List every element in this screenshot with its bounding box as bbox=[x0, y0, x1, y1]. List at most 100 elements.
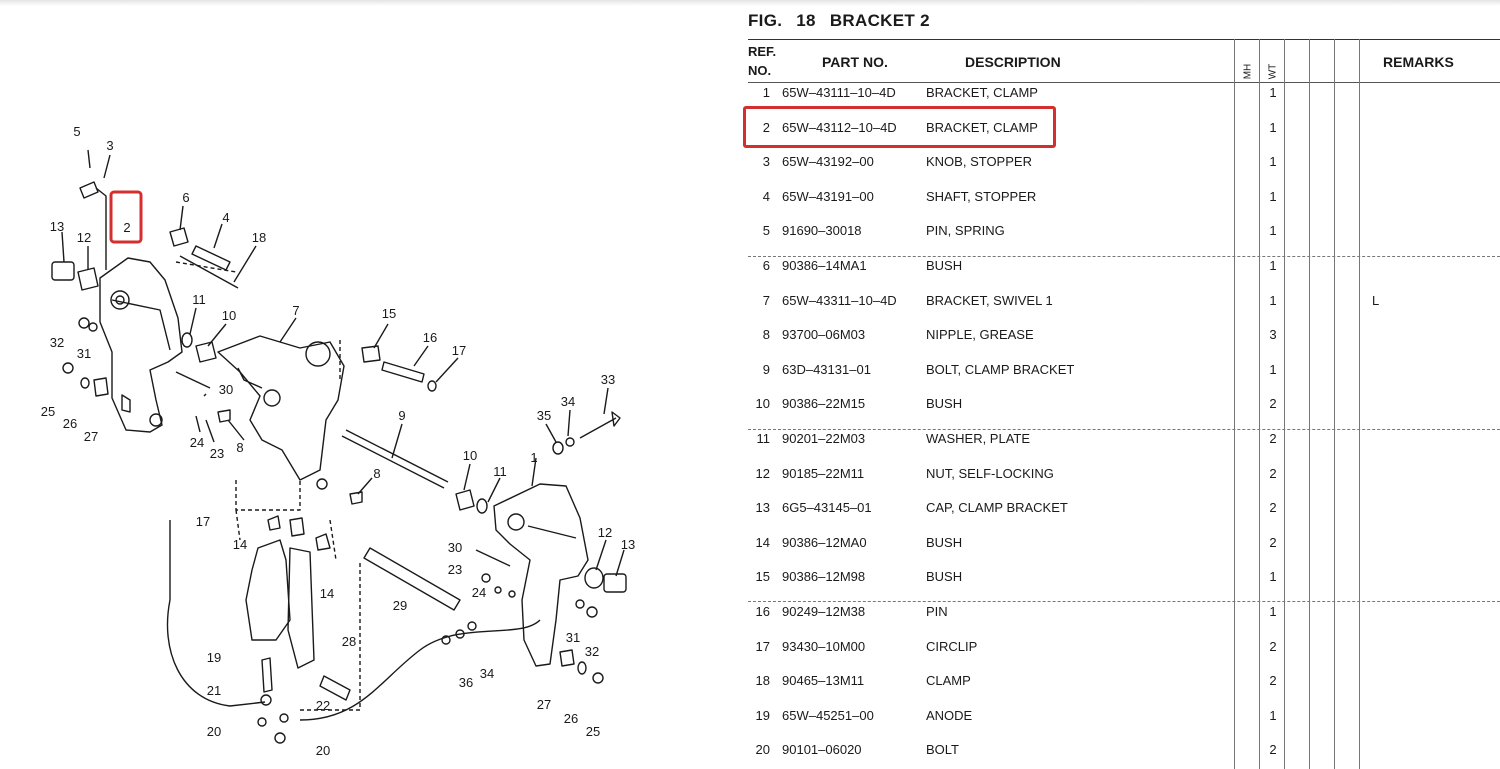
callout-label: 15 bbox=[382, 306, 396, 321]
cell-weight: 1 bbox=[1269, 569, 1277, 585]
cell-weight: 1 bbox=[1269, 119, 1277, 135]
callout-label: 26 bbox=[63, 416, 77, 431]
callout-label: 20 bbox=[316, 743, 330, 758]
cell-ref-no: 11 bbox=[756, 431, 771, 446]
cell-description: BOLT bbox=[926, 742, 959, 758]
callout-label: 31 bbox=[77, 346, 91, 361]
callout-label: 13 bbox=[50, 219, 64, 234]
cell-description: WASHER, PLATE bbox=[926, 431, 1031, 446]
swivel-bracket bbox=[217, 335, 345, 481]
col-part-no: PART NO. bbox=[822, 54, 888, 70]
cell-weight: 2 bbox=[1269, 396, 1277, 412]
cell-ref-no: 18 bbox=[755, 673, 770, 689]
callout-label: 24 bbox=[472, 585, 486, 600]
callout-label: 1 bbox=[530, 450, 537, 465]
callout-label: 5 bbox=[73, 124, 80, 139]
callout-label: 4 bbox=[222, 210, 229, 225]
callout-label: 23 bbox=[210, 446, 224, 461]
cell-description: CLAMP bbox=[926, 673, 971, 689]
cell-part-no: 63D–43131–01 bbox=[782, 361, 871, 377]
col-description: DESCRIPTION bbox=[965, 54, 1061, 70]
figure-title: FIG. 18 BRACKET 2 bbox=[748, 11, 939, 31]
cell-ref-no: 10 bbox=[755, 396, 770, 412]
cell-weight: 2 bbox=[1269, 431, 1277, 446]
cell-weight: 3 bbox=[1269, 327, 1277, 343]
cell-weight: 2 bbox=[1269, 500, 1277, 516]
callout-label: 11 bbox=[493, 464, 507, 479]
cell-description: BRACKET, CLAMP bbox=[926, 85, 1038, 100]
cell-description: BUSH bbox=[926, 534, 963, 550]
cell-description: PIN bbox=[926, 604, 948, 619]
cell-ref-no: 14 bbox=[755, 534, 770, 550]
cell-ref-no: 12 bbox=[755, 465, 770, 481]
callout-label: 16 bbox=[423, 330, 437, 345]
table-row: 1 65W–43111–10–4D BRACKET, CLAMP 1 bbox=[748, 76, 1500, 110]
cell-description: BOLT, CLAMP BRACKET bbox=[926, 361, 1075, 377]
cell-weight: 1 bbox=[1269, 292, 1277, 308]
cell-part-no: 90249–12M38 bbox=[782, 604, 866, 619]
cell-part-no: 65W–43111–10–4D bbox=[782, 85, 896, 100]
callout-label: 26 bbox=[564, 711, 578, 726]
cell-ref-no: 19 bbox=[755, 707, 770, 723]
cell-ref-no: 13 bbox=[755, 500, 770, 516]
cell-ref-no: 2 bbox=[762, 119, 770, 135]
cell-description: NUT, SELF-LOCKING bbox=[926, 465, 1054, 481]
callout-label: 14 bbox=[320, 586, 334, 601]
callout-label: 8 bbox=[236, 440, 243, 455]
col-divider bbox=[1284, 39, 1285, 769]
cell-weight: 2 bbox=[1269, 534, 1277, 550]
callout-label: 6 bbox=[182, 190, 189, 205]
cell-part-no: 6G5–43145–01 bbox=[782, 500, 872, 516]
callout-label: 2 bbox=[123, 220, 130, 235]
cell-part-no: 90386–12M98 bbox=[782, 569, 866, 585]
callout-label: 25 bbox=[41, 404, 55, 419]
cell-ref-no: 1 bbox=[762, 85, 770, 100]
cell-weight: 2 bbox=[1269, 673, 1277, 689]
cell-weight: 1 bbox=[1269, 604, 1277, 619]
callout-label: 35 bbox=[537, 408, 551, 423]
callout-label: 12 bbox=[77, 230, 91, 245]
callout-label: 19 bbox=[207, 650, 221, 665]
callout-label: 30 bbox=[448, 540, 462, 555]
group-separator bbox=[748, 256, 1500, 257]
callout-label: 30 bbox=[219, 382, 233, 397]
cell-ref-no: 7 bbox=[762, 292, 770, 308]
top-shadow bbox=[0, 0, 1500, 6]
figure-label: FIG. bbox=[748, 11, 783, 30]
group-separator bbox=[748, 601, 1500, 602]
callout-label: 14 bbox=[233, 537, 247, 552]
group-separator bbox=[748, 429, 1500, 430]
cell-weight: 1 bbox=[1269, 85, 1277, 100]
cell-weight: 1 bbox=[1269, 188, 1277, 204]
callout-label: 27 bbox=[537, 697, 551, 712]
cell-description: CIRCLIP bbox=[926, 638, 978, 654]
cell-part-no: 65W–43311–10–4D bbox=[782, 292, 897, 308]
figure-name: BRACKET 2 bbox=[829, 11, 930, 30]
cell-description: BUSH bbox=[926, 396, 963, 412]
callout-label: 13 bbox=[621, 537, 635, 552]
clamp-bracket-left bbox=[99, 257, 183, 433]
table-highlight-row-2 bbox=[743, 106, 1056, 148]
callout-label: 21 bbox=[207, 683, 221, 698]
col-divider bbox=[1234, 39, 1235, 769]
col-divider bbox=[1259, 39, 1260, 769]
cell-part-no: 91690–30018 bbox=[782, 223, 862, 239]
callout-label: 3 bbox=[106, 138, 113, 153]
cell-weight: 2 bbox=[1269, 465, 1277, 481]
callout-label: 11 bbox=[192, 292, 206, 307]
diagram-highlight-2 bbox=[109, 190, 143, 244]
cell-weight: 2 bbox=[1269, 742, 1277, 758]
callout-label: 31 bbox=[566, 630, 580, 645]
cell-description: CAP, CLAMP BRACKET bbox=[926, 500, 1068, 516]
cell-part-no: 65W–43112–10–4D bbox=[782, 119, 897, 135]
cell-ref-no: 6 bbox=[762, 258, 770, 273]
cell-description: BRACKET, CLAMP bbox=[926, 119, 1038, 135]
